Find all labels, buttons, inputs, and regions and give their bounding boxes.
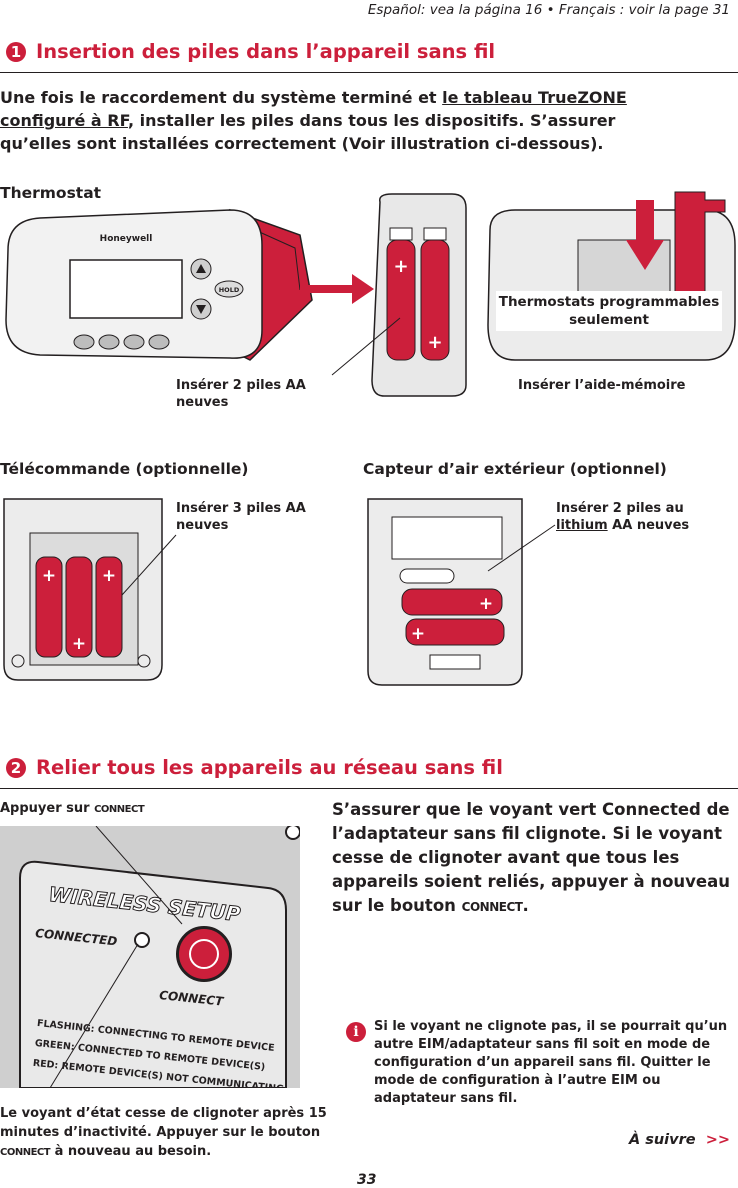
honeywell-logo: Honeywell [100,234,153,244]
insert-2aa-caption: Insérer 2 piles AA neuves [176,378,306,410]
section-1-title-text: Insertion des piles dans l’appareil sans… [36,40,496,63]
connect-instruction: S’assurer que le voyant vert Connected d… [332,800,731,915]
hold-button-label: HOLD [219,286,240,294]
connect-word-inline: CONNECT [461,900,523,914]
insert-lithium-caption: Insérer 2 piles au lithium AA neuves [556,501,690,533]
thermostat-battery-compartment: + + [371,193,467,397]
press-connect-caption: Appuyer sur CONNECT [0,801,145,816]
remote-label: Télécommande (optionnelle) [0,460,249,478]
svg-text:+: + [427,332,442,353]
lithium-link[interactable]: lithium [556,518,608,533]
section-1-title: 1 Insertion des piles dans l’appareil san… [6,40,495,63]
insert-arrow [300,274,374,304]
svg-text:+: + [393,256,408,277]
page-number: 33 [357,1172,377,1188]
section-2-number: 2 [6,758,26,778]
thermostat-front: HOLD Honeywell [5,208,313,361]
svg-text:+: + [102,566,116,586]
sensor-battery-compartment: + + [367,498,523,686]
connect-word: CONNECT [94,804,145,815]
svg-text:+: + [411,624,425,644]
led-timeout-note: Le voyant d’état cesse de clignoter aprè… [0,1106,327,1159]
insert-3aa-caption: Insérer 3 piles AA neuves [176,501,306,533]
remote-battery-compartment: + + + [3,498,163,681]
section-2-rule [0,788,738,789]
continued-label: À suivre >> [628,1132,730,1148]
programmable-only-note: Thermostats programmables seulement [496,291,722,331]
thermostat-back-plate [487,191,736,361]
section-2-title-text: Relier tous les appareils au réseau sans… [36,756,503,779]
insert-memo-caption: Insérer l’aide-mémoire [518,378,686,393]
truezone-link[interactable]: le tableau TrueZONE configuré à RF [0,88,627,130]
section-1-rule [0,72,738,73]
wireless-setup-panel: WIRELESS SETUP CONNECTED CONNECT FLASHIN… [0,826,300,1088]
svg-text:+: + [72,634,86,654]
connect-button[interactable] [176,926,232,982]
remote-and-sensor-illustration: + + + + + [3,498,556,686]
continued-arrow: >> [705,1132,730,1148]
sensor-label: Capteur d’air extérieur (optionnel) [363,460,667,478]
language-crossref: Español: vea la página 16 • Français : v… [367,2,730,18]
svg-text:+: + [42,566,56,586]
info-icon: i [346,1022,366,1042]
section-1-intro: Une fois le raccordement du système term… [0,88,627,153]
connect-word-note: CONNECT [0,1147,51,1158]
section-2-title: 2 Relier tous les appareils au réseau san… [6,756,503,779]
svg-text:+: + [479,594,493,614]
info-note: Si le voyant ne clignote pas, il se pour… [374,1019,728,1106]
section-1-number: 1 [6,42,26,62]
thermostat-label: Thermostat [0,184,102,202]
